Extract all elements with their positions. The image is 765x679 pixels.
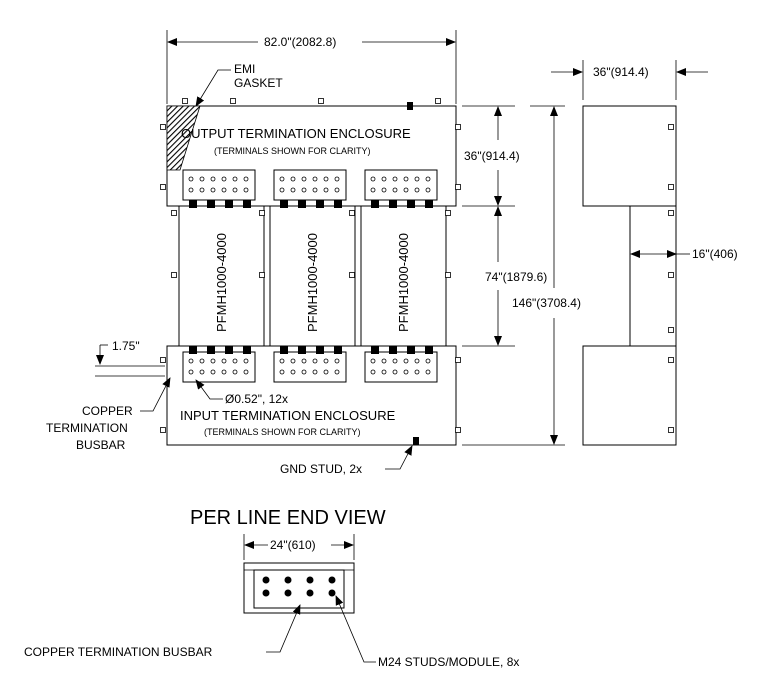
module-label-1: PFMH1000-4000 (214, 233, 229, 332)
input-terminal-blocks (182, 346, 438, 383)
hole-note-leader (195, 379, 223, 400)
emi-gasket-leader (195, 69, 231, 107)
busbar-offset-dim: 1.75" (112, 339, 140, 353)
copper-busbar-bottom-label: COPPER TERMINATION BUSBAR (24, 645, 213, 659)
m24-stud (328, 589, 336, 597)
stud-marker (668, 427, 674, 433)
m24-stud (306, 589, 314, 597)
end-view-busbar (253, 569, 345, 609)
gnd-stud-bottom (413, 437, 419, 445)
stud-marker (455, 184, 461, 190)
output-busbar-block (182, 169, 256, 201)
output-busbar-block (364, 169, 438, 201)
input-termination-enclosure (166, 345, 457, 446)
overall-height-dim: 146"(3708.4) (512, 296, 581, 310)
m24-studs-label: M24 STUDS/MODULE, 8x (378, 655, 519, 669)
stud-marker (455, 427, 461, 433)
stud-marker (668, 124, 674, 130)
gnd-stud-top (407, 102, 413, 110)
m24-stud (306, 576, 314, 584)
gnd-stud-leader (385, 445, 413, 470)
m24-studs-leader (335, 595, 376, 663)
input-busbar-block (273, 351, 347, 383)
input-enclosure-title: INPUT TERMINATION ENCLOSURE (180, 408, 396, 423)
stud-marker (160, 427, 166, 433)
enclosure-studs (160, 98, 674, 445)
copper-label-line1: COPPER (82, 404, 133, 418)
output-height-dim: 36"(914.4) (464, 149, 520, 163)
emi-label-line1: EMI (234, 62, 255, 76)
stud-marker (668, 184, 674, 190)
module-label-2: PFMH1000-4000 (305, 233, 320, 332)
copper-busbar-leader (140, 377, 171, 412)
m24-stud (284, 576, 292, 584)
m24-stud (328, 576, 336, 584)
stud-marker (259, 210, 265, 216)
module-height-dim: 74"(1879.6) (485, 270, 547, 284)
output-terminal-blocks (182, 169, 438, 208)
emi-gasket-hatch (166, 105, 201, 171)
stud-marker (349, 210, 355, 216)
side-width-dim: 36"(914.4) (593, 65, 649, 79)
stud-marker (435, 98, 441, 104)
stud-marker (171, 272, 177, 278)
m24-stud (284, 589, 292, 597)
side-view-module (629, 205, 677, 347)
input-busbar-block (182, 351, 256, 383)
stud-marker (445, 210, 451, 216)
end-view-studs (262, 576, 336, 597)
m24-stud (262, 576, 270, 584)
side-view-upper (582, 105, 677, 207)
stud-marker (455, 124, 461, 130)
stud-marker (160, 184, 166, 190)
stud-marker (668, 327, 674, 333)
side-view-lower (582, 345, 677, 446)
stud-marker (160, 124, 166, 130)
end-view-width-dim: 24"(610) (270, 538, 316, 552)
middle-depth-dim: 16"(406) (692, 247, 738, 261)
stud-marker (668, 210, 674, 216)
output-enclosure-title: OUTPUT TERMINATION ENCLOSURE (181, 126, 411, 141)
copper-busbar-bottom-leader (266, 604, 301, 653)
module-label-3: PFMH1000-4000 (396, 233, 411, 332)
stud-marker (259, 272, 265, 278)
stud-marker (318, 98, 324, 104)
stud-marker (182, 98, 188, 104)
overall-width-dim: 82.0"(2082.8) (264, 35, 336, 49)
stud-marker (349, 272, 355, 278)
stud-marker (668, 357, 674, 363)
copper-label-line2: TERMINATION (46, 421, 128, 435)
copper-label-line3: BUSBAR (76, 438, 126, 452)
output-busbar-block (273, 169, 347, 201)
stud-marker (445, 272, 451, 278)
input-busbar-block (364, 351, 438, 383)
output-enclosure-subtitle: (TERMINALS SHOWN FOR CLARITY) (214, 146, 371, 156)
stud-marker (668, 272, 674, 278)
stud-marker (230, 98, 236, 104)
stud-marker (455, 357, 461, 363)
hole-note: Ø0.52", 12x (225, 392, 288, 406)
gnd-stud-label: GND STUD, 2x (280, 462, 362, 476)
emi-label-line2: GASKET (234, 76, 283, 90)
stud-marker (160, 357, 166, 363)
m24-stud (262, 589, 270, 597)
end-view-title: PER LINE END VIEW (190, 507, 386, 529)
stud-marker (171, 210, 177, 216)
input-enclosure-subtitle: (TERMINALS SHOWN FOR CLARITY) (204, 427, 361, 437)
